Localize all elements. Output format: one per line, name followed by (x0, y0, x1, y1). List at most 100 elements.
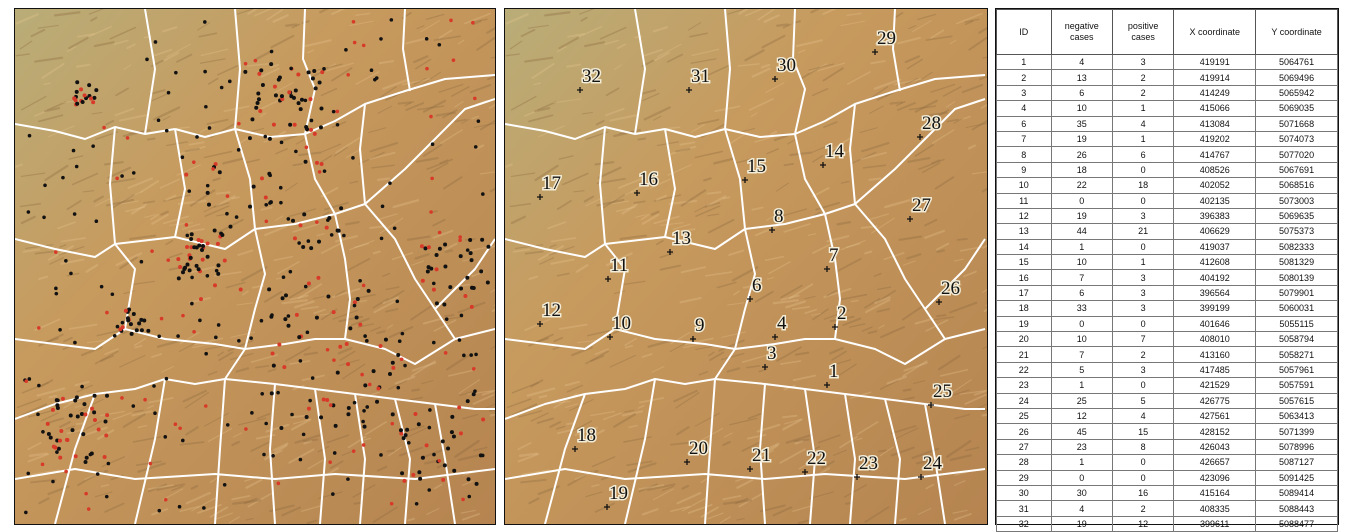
relief-stroke (641, 353, 653, 358)
relief-stroke (683, 343, 701, 349)
negative-case-point (43, 183, 47, 188)
relief-stroke (534, 107, 551, 113)
negative-case-point (55, 406, 60, 411)
relief-stroke (831, 350, 847, 361)
table-cell: 399199 (1173, 300, 1257, 317)
positive-case-point (166, 258, 171, 262)
negative-case-point (280, 296, 285, 301)
relief-stroke (792, 505, 813, 512)
relief-stroke (281, 299, 308, 305)
relief-stroke (918, 158, 945, 170)
relief-stroke (288, 360, 311, 365)
negative-case-point (444, 317, 449, 321)
positive-case-point (376, 386, 381, 391)
negative-case-point (469, 258, 474, 263)
relief-stroke (589, 469, 599, 474)
relief-stroke (404, 100, 415, 107)
relief-stroke (876, 308, 890, 313)
zone-centroid-marker (824, 266, 830, 272)
cases-table: ID negative cases positive cases X coord… (996, 9, 1338, 532)
zone-boundary (314, 388, 326, 524)
zone-boundary (664, 74, 986, 138)
relief-stroke (798, 458, 818, 470)
relief-stroke (284, 23, 298, 27)
relief-stroke (335, 137, 360, 154)
relief-stroke (90, 16, 98, 22)
relief-stroke (330, 460, 344, 469)
relief-stroke (48, 125, 75, 138)
negative-case-point (326, 294, 331, 299)
relief-stroke (510, 215, 527, 225)
relief-stroke (643, 106, 671, 121)
table-cell: 3 (1111, 269, 1175, 286)
zone-centroid-marker (824, 382, 830, 388)
relief-stroke (811, 154, 824, 163)
relief-stroke (896, 36, 921, 45)
table-cell: 7 (1111, 331, 1175, 348)
zone-boundary (854, 203, 946, 340)
relief-stroke (143, 200, 156, 204)
relief-stroke (934, 316, 955, 321)
negative-case-point (249, 336, 253, 340)
relief-stroke (245, 517, 254, 521)
table-cell: 408526 (1173, 161, 1257, 179)
relief-stroke (106, 177, 136, 185)
relief-stroke (260, 67, 280, 78)
relief-stroke (473, 122, 495, 129)
table-cell: 26 (996, 423, 1052, 440)
relief-stroke (49, 257, 64, 265)
relief-stroke (934, 176, 955, 190)
relief-stroke (716, 281, 737, 289)
relief-stroke (416, 25, 425, 30)
zone-boundary (334, 213, 351, 340)
relief-stroke (621, 410, 644, 417)
relief-stroke (109, 26, 137, 40)
positive-case-point (429, 114, 433, 119)
negative-case-point (279, 140, 284, 145)
relief-stroke (855, 437, 863, 441)
relief-stroke (68, 323, 98, 330)
positive-case-point (429, 210, 433, 214)
negative-case-point (194, 245, 199, 250)
relief-stroke (754, 135, 775, 143)
table-cell: 18 (996, 300, 1052, 317)
positive-case-point (259, 176, 264, 181)
table-cell: 1 (1050, 238, 1113, 256)
relief-stroke (421, 380, 434, 385)
relief-stroke (822, 9, 837, 16)
positive-case-point (324, 225, 329, 230)
relief-stroke (188, 141, 205, 146)
relief-stroke (331, 67, 353, 82)
relief-stroke (373, 298, 399, 314)
negative-case-point (277, 75, 282, 80)
relief-stroke (250, 440, 272, 452)
relief-stroke (432, 218, 446, 227)
terrain-base (15, 9, 495, 524)
negative-case-point (189, 232, 194, 237)
relief-stroke (182, 389, 207, 403)
relief-stroke (148, 483, 168, 493)
relief-stroke (294, 433, 323, 444)
relief-stroke (803, 295, 816, 300)
relief-stroke (95, 350, 119, 365)
negative-case-point (401, 436, 406, 441)
negative-case-point (397, 339, 402, 343)
relief-stroke (880, 326, 906, 339)
relief-stroke (766, 215, 775, 221)
relief-stroke (243, 497, 258, 505)
relief-stroke (388, 326, 414, 339)
relief-stroke (788, 283, 814, 300)
relief-stroke (38, 114, 64, 123)
negative-case-point (314, 315, 319, 320)
relief-stroke (28, 452, 48, 457)
relief-stroke (864, 298, 891, 314)
positive-case-point (298, 223, 303, 228)
table-cell: 8 (1111, 438, 1175, 456)
relief-stroke (368, 151, 396, 161)
relief-stroke (46, 417, 64, 424)
relief-stroke (583, 195, 595, 203)
